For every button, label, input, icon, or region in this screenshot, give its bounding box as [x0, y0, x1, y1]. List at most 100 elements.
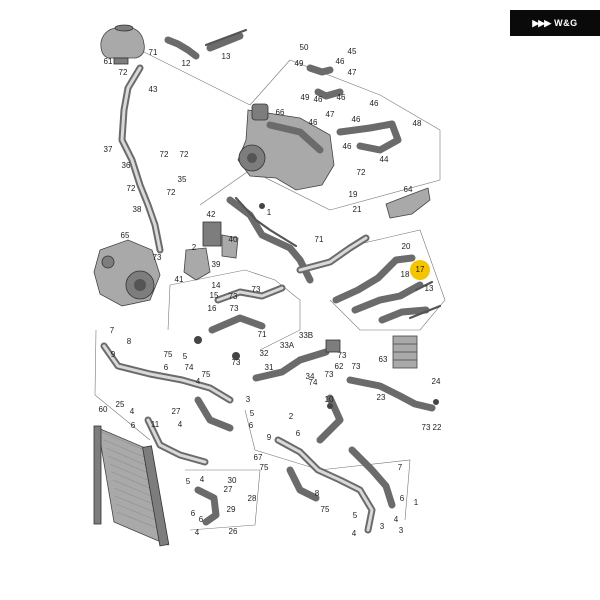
- callout-label: 8: [315, 489, 320, 498]
- expansion-tank: [100, 24, 145, 65]
- callout-label: 26: [229, 527, 238, 536]
- brand-logo: ▶▶▶ W&G: [510, 10, 600, 36]
- callout-label: 72: [119, 68, 128, 77]
- callout-label: 27: [172, 407, 181, 416]
- callout-label: 4: [196, 377, 201, 386]
- thermostat-housing: [183, 221, 239, 281]
- callout-label: 25: [116, 400, 125, 409]
- callout-label: 33B: [299, 331, 313, 340]
- callout-label: 75: [260, 463, 269, 472]
- callout-label: 8: [127, 337, 132, 346]
- callout-label: 46: [336, 57, 345, 66]
- callout-label: 75: [202, 370, 211, 379]
- callout-label: 7: [110, 326, 115, 335]
- callout-label: 40: [229, 235, 238, 244]
- callout-label: 61: [104, 57, 113, 66]
- brand-text: W&G: [554, 18, 578, 28]
- callout-label: 75: [321, 505, 330, 514]
- callout-label: 39: [212, 260, 221, 269]
- callout-label: 5: [250, 409, 255, 418]
- callout-label: 19: [349, 190, 358, 199]
- callout-label: 46: [343, 142, 352, 151]
- callout-label: 9: [111, 350, 116, 359]
- callout-label: 12: [182, 59, 191, 68]
- callout-label: 65: [121, 231, 130, 240]
- callout-label: 35: [178, 175, 187, 184]
- callout-label: 73: [252, 285, 261, 294]
- callout-label: 46: [314, 95, 323, 104]
- callout-label: 6: [199, 515, 204, 524]
- callout-label: 60: [99, 405, 108, 414]
- callout-label: 13: [222, 52, 231, 61]
- callout-label: 32: [260, 349, 269, 358]
- callout-label: 46: [370, 99, 379, 108]
- callout-label: 10: [325, 395, 334, 404]
- callout-label: 9: [267, 433, 272, 442]
- callout-label: 2: [289, 412, 294, 421]
- callout-label: 30: [228, 476, 237, 485]
- callout-label: 27: [224, 485, 233, 494]
- callout-label: 47: [326, 110, 335, 119]
- callout-label: 71: [315, 235, 324, 244]
- callout-label: 48: [413, 119, 422, 128]
- callout-label: 6: [400, 494, 405, 503]
- callout-label: 73: [422, 423, 431, 432]
- callout-label: 1: [414, 498, 419, 507]
- callout-label: 47: [348, 68, 357, 77]
- small-parts: [194, 187, 439, 409]
- callout-label: 43: [149, 85, 158, 94]
- callout-label: 41: [175, 275, 184, 284]
- turbocharger: [237, 103, 335, 191]
- callout-label: 3: [246, 395, 251, 404]
- callout-label: 6: [296, 429, 301, 438]
- callout-label: 5: [353, 511, 358, 520]
- callout-label: 72: [167, 188, 176, 197]
- callout-label: 73: [153, 253, 162, 262]
- callout-label: 73: [352, 362, 361, 371]
- callout-label: 50: [300, 43, 309, 52]
- callout-label: 73: [229, 292, 238, 301]
- callout-label: 13: [425, 284, 434, 293]
- callout-label: 4: [394, 515, 399, 524]
- callout-label: 29: [227, 505, 236, 514]
- brand-mark-icon: ▶▶▶: [532, 17, 551, 28]
- callout-label: 5: [186, 477, 191, 486]
- callout-label: 75: [164, 350, 173, 359]
- callout-label: 33A: [280, 341, 295, 350]
- highlight-marker: [410, 260, 430, 280]
- coolant-hoses: [100, 32, 436, 534]
- callout-label: 74: [309, 378, 318, 387]
- callout-label: 72: [180, 150, 189, 159]
- radiator: [93, 425, 170, 547]
- callout-label: 62: [335, 362, 344, 371]
- callout-label: 66: [276, 108, 285, 117]
- callout-label: 14: [212, 281, 221, 290]
- callout-label: 46: [337, 93, 346, 102]
- callout-label: 72: [127, 184, 136, 193]
- callout-label: 17: [416, 265, 425, 274]
- callout-label: 15: [210, 291, 219, 300]
- callout-label: 73: [325, 370, 334, 379]
- callout-label: 73: [232, 358, 241, 367]
- callout-label: 6: [131, 421, 136, 430]
- callout-label: 4: [200, 475, 205, 484]
- callout-label: 20: [402, 242, 411, 251]
- callout-label: 44: [380, 155, 389, 164]
- callout-label: 38: [133, 205, 142, 214]
- callout-label: 71: [149, 48, 158, 57]
- callout-label: 67: [254, 453, 263, 462]
- callout-label: 49: [301, 93, 310, 102]
- callout-label: 23: [377, 393, 386, 402]
- callout-label: 46: [309, 118, 318, 127]
- callout-label: 63: [379, 355, 388, 364]
- callout-label: 31: [265, 363, 274, 372]
- callout-label: 3: [399, 526, 404, 535]
- callout-label: 72: [357, 168, 366, 177]
- callout-label: 42: [207, 210, 216, 219]
- callout-label: 49: [295, 59, 304, 68]
- callout-label: 18: [401, 270, 410, 279]
- callout-label: 7: [398, 463, 403, 472]
- callout-label: 24: [432, 377, 441, 386]
